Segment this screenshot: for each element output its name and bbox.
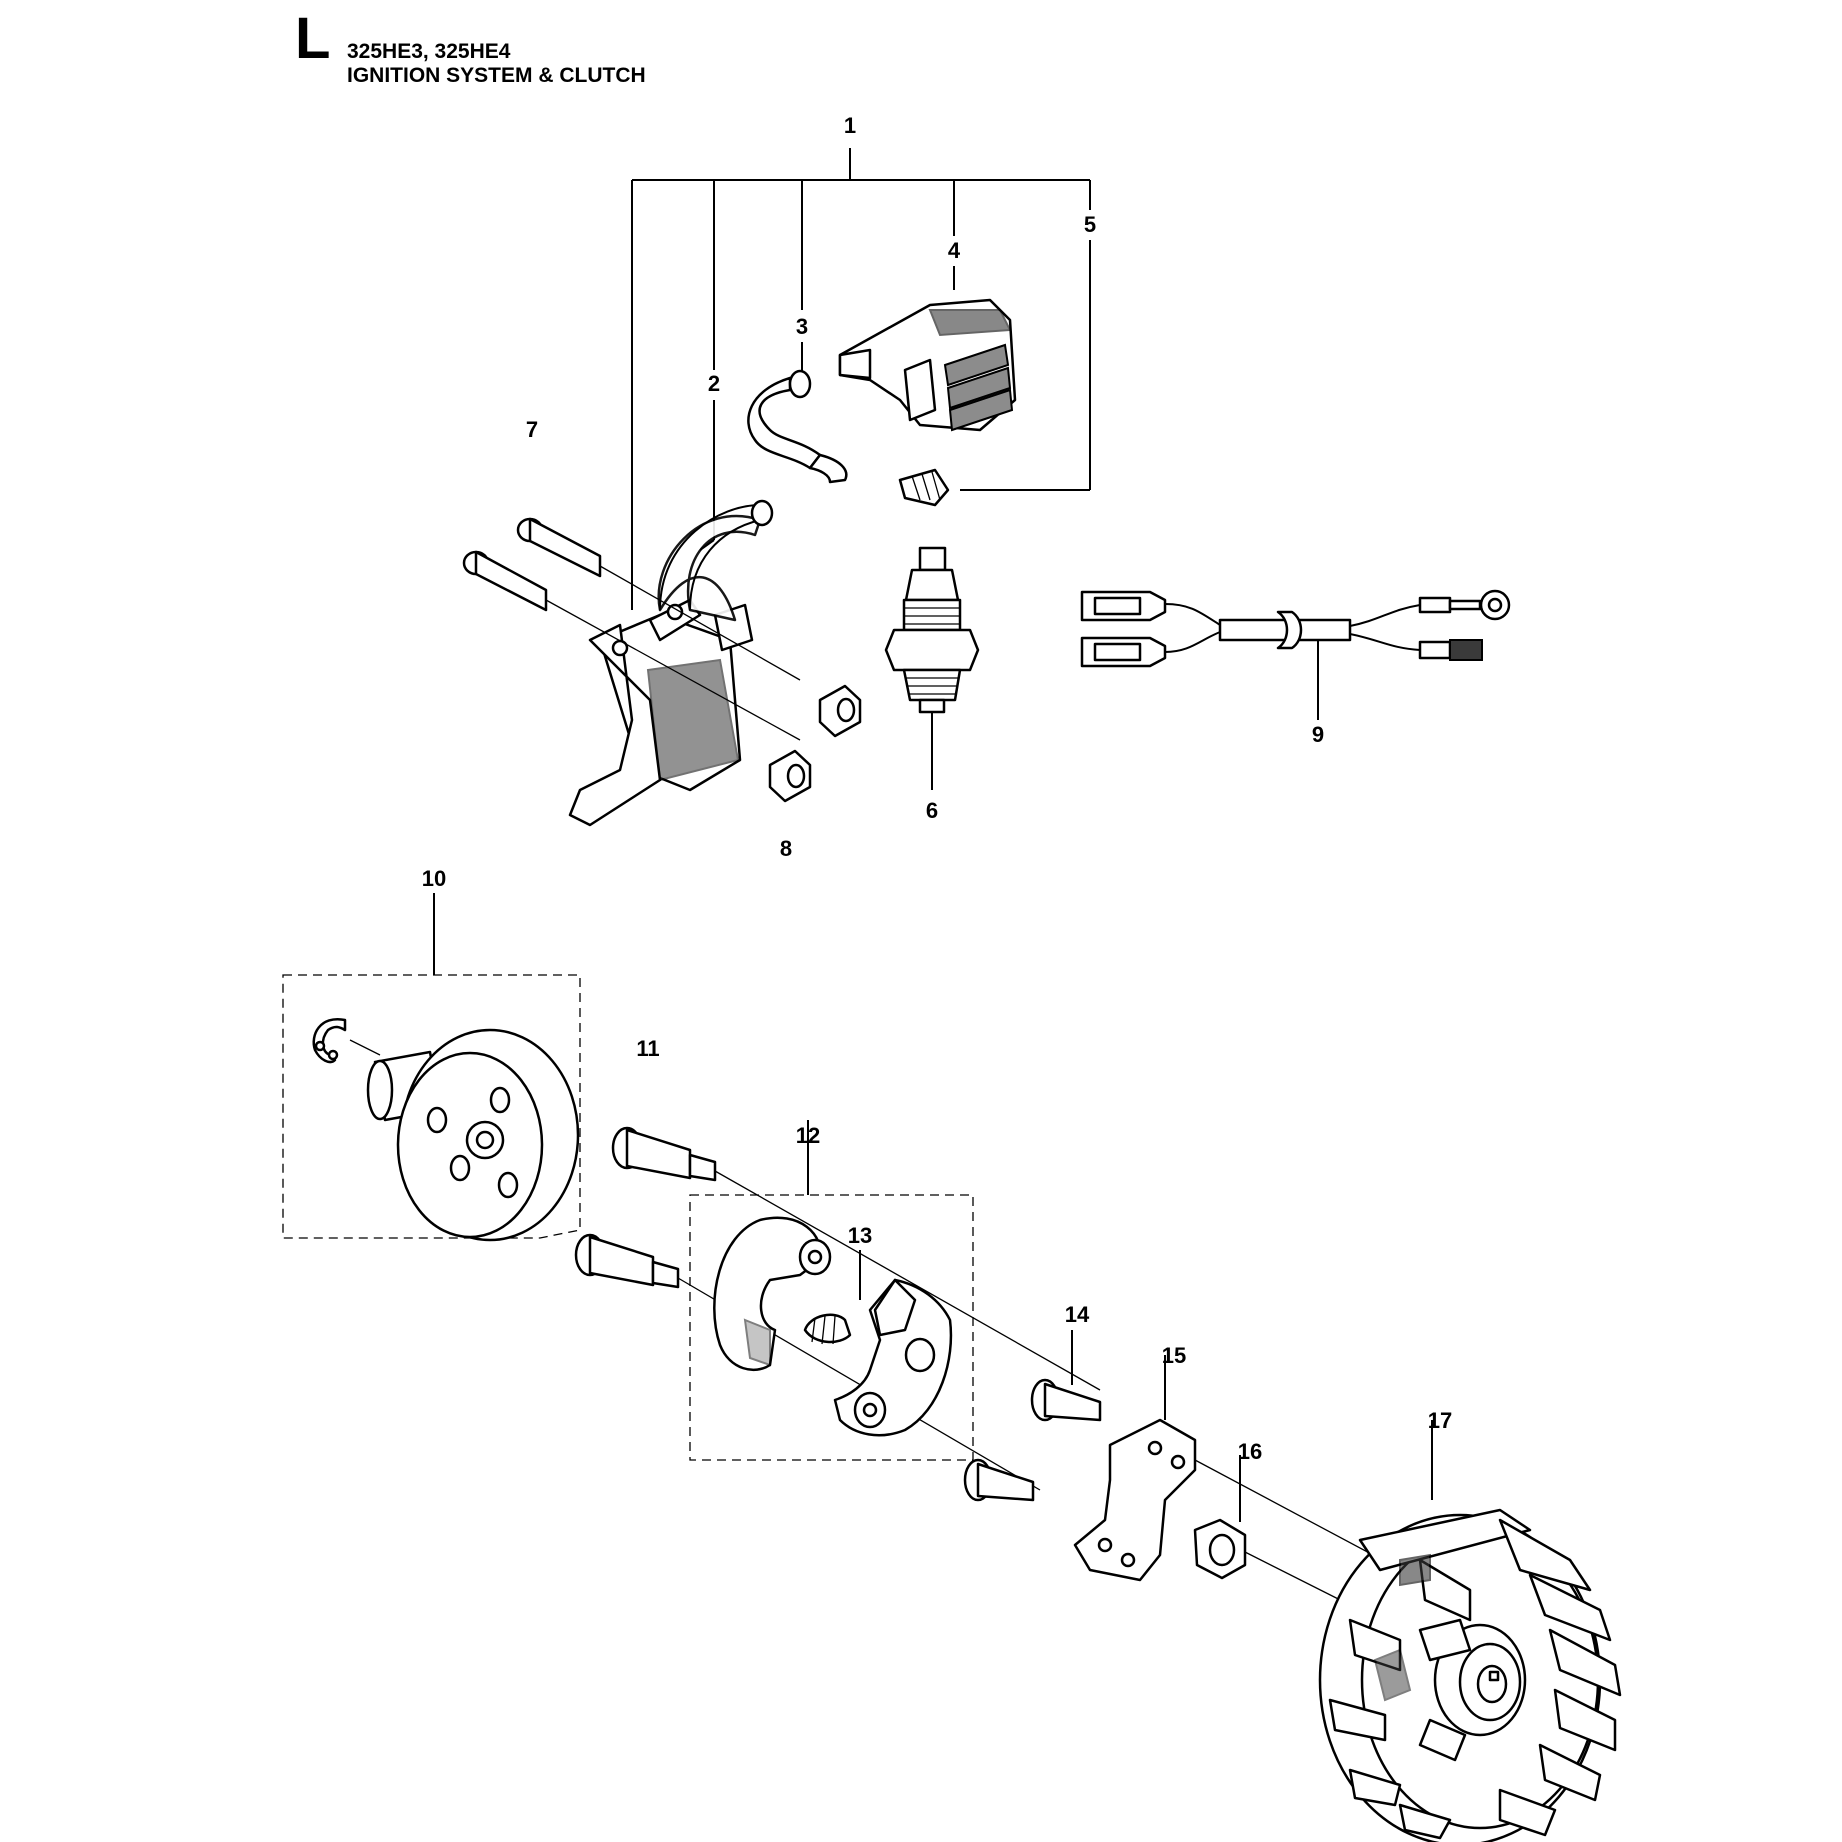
module-screw-upper [516, 517, 801, 681]
clutch-shoulder-screw-lower [574, 1233, 1041, 1491]
callout-9: 9 [1312, 722, 1324, 747]
flywheel [1318, 1420, 1622, 1842]
callout-2: 2 [708, 371, 720, 396]
clutch-plate [1073, 1355, 1421, 1582]
wiring-harness [1080, 589, 1511, 720]
callout-3: 3 [796, 314, 808, 339]
spark-plug [884, 546, 980, 790]
ignition-module [568, 499, 774, 827]
section-title: IGNITION SYSTEM & CLUTCH [347, 64, 646, 87]
module-screw-lower [462, 550, 801, 741]
module-spacer-lower [768, 749, 812, 803]
callout-5: 5 [1084, 212, 1096, 237]
callout-13: 13 [848, 1223, 872, 1248]
callout-12: 12 [796, 1123, 820, 1148]
header-text: 325HE3, 325HE4 IGNITION SYSTEM & CLUTCH [347, 40, 947, 88]
callout-16: 16 [1238, 1439, 1262, 1464]
ignition-hose [747, 369, 848, 484]
spark-plug-cap [838, 298, 1017, 432]
callout-1: 1 [844, 113, 856, 138]
clutch-shoulder-screw-upper [611, 1126, 1101, 1391]
flywheel-nut [1193, 1455, 1381, 1621]
callout-7: 7 [526, 417, 538, 442]
spring-terminal [898, 468, 950, 507]
callout-4: 4 [948, 238, 961, 263]
callout-11: 11 [636, 1036, 659, 1061]
clutch-drum-assembly [282, 893, 581, 1242]
module-spacer-upper [818, 684, 862, 738]
washer-lower [963, 1458, 1035, 1502]
washer-upper [1030, 1330, 1102, 1422]
callout-15: 15 [1162, 1343, 1186, 1368]
callout-14: 14 [1065, 1302, 1090, 1327]
callout-17: 17 [1428, 1408, 1452, 1433]
callout-6: 6 [926, 798, 938, 823]
model-numbers: 325HE3, 325HE4 [347, 40, 511, 63]
assembly-bracket-1 [631, 148, 1091, 610]
callout-10: 10 [422, 866, 446, 891]
clutch-shoe-assembly [689, 1120, 974, 1461]
callout-8: 8 [780, 836, 792, 861]
section-letter: L [295, 6, 331, 71]
